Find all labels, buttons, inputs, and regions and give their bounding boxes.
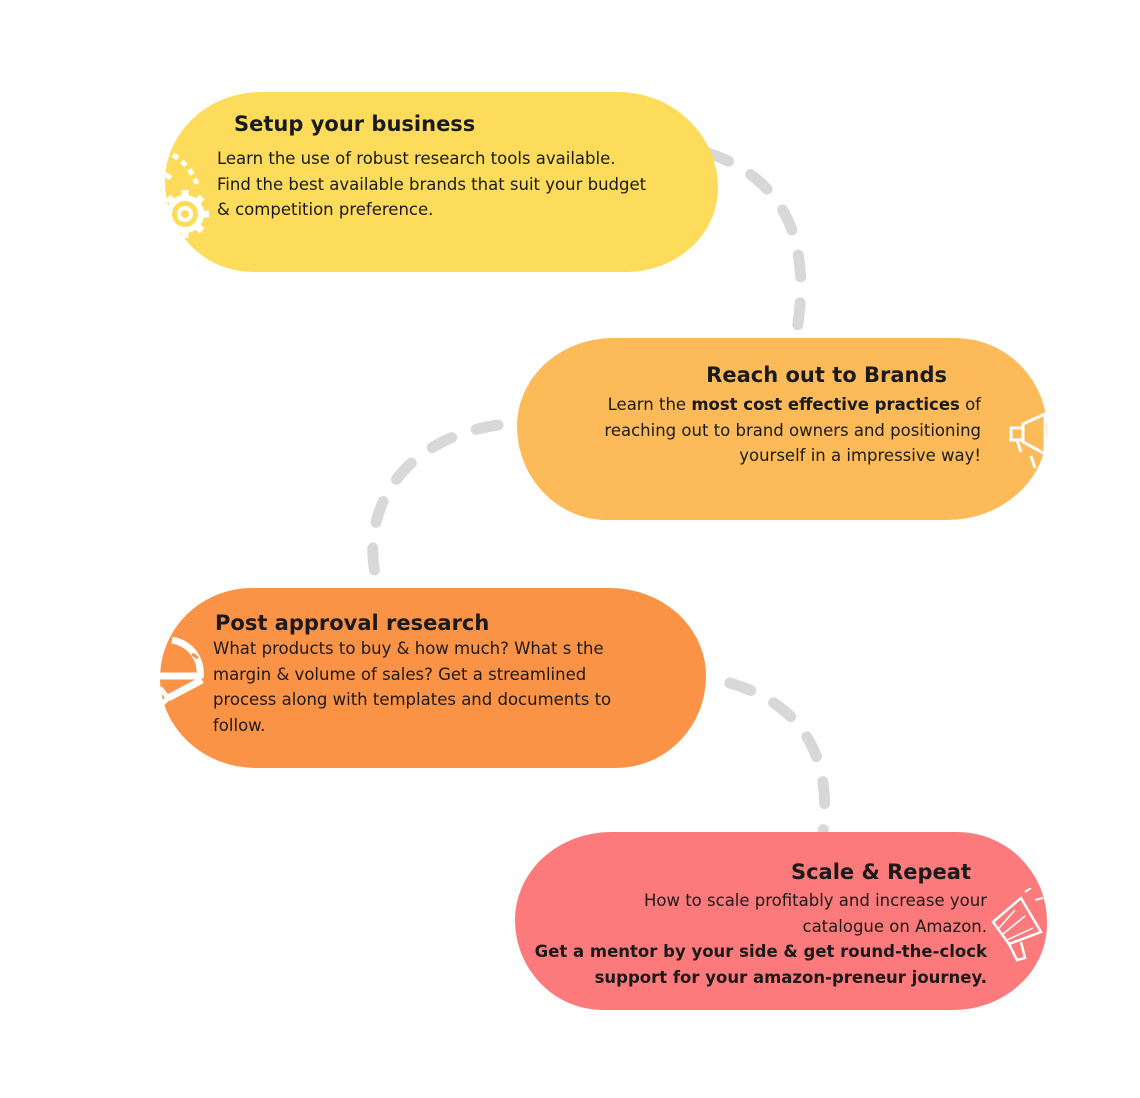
connector-1-2 [702,147,807,341]
connector-3-4 [724,677,831,838]
step-description: Learn the use of robust research tools a… [217,146,697,223]
description-line: yourself in a impressive way! [739,446,981,465]
description-line: What products to buy & how much? What s … [213,639,604,658]
step-description: Learn the most cost effective practices … [541,392,981,469]
step-reach-out-brands: Reach out to Brands Learn the most cost … [517,338,1047,520]
step-title: Setup your business [234,112,476,136]
connector-2-3 [367,419,504,598]
description-line: catalogue on Amazon. [802,916,988,936]
description-line: Learn the most cost effective practices … [541,392,981,418]
text-run: of [959,395,981,414]
step-description: What products to buy & how much? What s … [213,636,653,738]
description-line-bold: support for your amazon-preneur journey. [594,967,987,987]
description-line: How to scale profitably and increase you… [643,891,987,910]
text-run: Learn the [607,395,692,414]
refresh-arrow-icon [158,636,204,708]
description-line: Find the best available brands that suit… [217,174,647,194]
description-line: reaching out to brand owners and positio… [604,420,981,440]
description-line-bold: Get a mentor by your side & get round-th… [534,942,987,961]
description-line: follow. [213,715,266,735]
description-line: & competition preference. [217,200,434,219]
megaphone-icon [1009,378,1047,469]
description-line: process along with templates and documen… [213,690,612,709]
text-run-bold: most cost effective practices [691,395,960,414]
description-line: Learn the use of robust research tools a… [217,149,616,168]
step-description: How to scale profitably and increase you… [527,888,987,990]
gear-icon [159,147,209,238]
step-setup-business: Setup your business Learn the use of rob… [159,92,718,272]
step-title: Reach out to Brands [706,363,947,387]
step-title: Scale & Repeat [790,860,971,884]
description-line: margin & volume of sales? Get a streamli… [213,664,587,684]
megaphone-icon [991,888,1044,962]
step-post-approval-research: Post approval research What products to … [158,588,706,768]
step-scale-repeat: Scale & Repeat How to scale profitably a… [515,832,1047,1010]
step-title: Post approval research [215,611,490,635]
